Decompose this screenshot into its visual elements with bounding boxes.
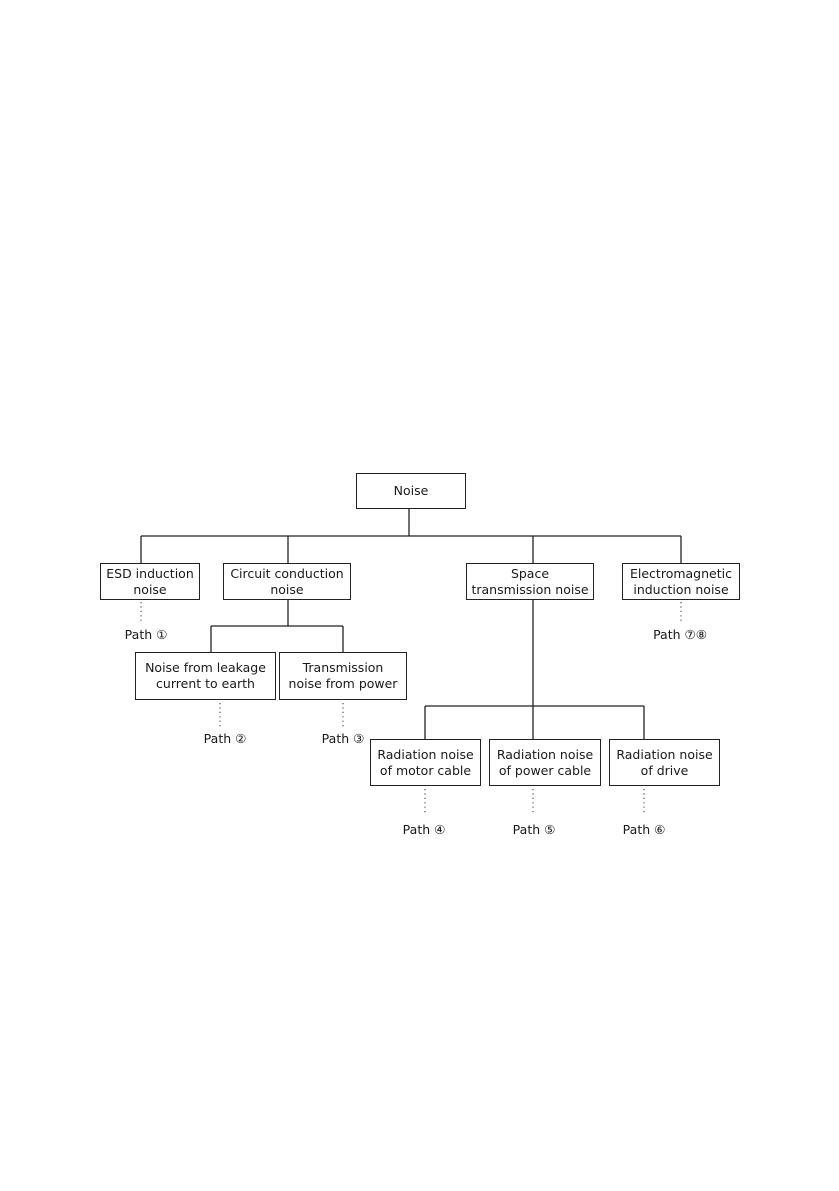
path-4-label: Path ④ xyxy=(402,822,446,837)
node-esd-induction-noise: ESD induction noise xyxy=(100,563,200,600)
node-motor-cable-radiation: Radiation noise of motor cable xyxy=(370,739,481,786)
node-power-transmission-noise: Transmission noise from power xyxy=(279,652,407,700)
node-circuit-conduction-noise: Circuit conduction noise xyxy=(223,563,351,600)
path-1-label: Path ① xyxy=(124,627,168,642)
path-2-label: Path ② xyxy=(203,731,247,746)
node-electromagnetic-induction-noise: Electromagnetic induction noise xyxy=(622,563,740,600)
node-leakage-current-noise: Noise from leakage current to earth xyxy=(135,652,276,700)
path-5-label: Path ⑤ xyxy=(512,822,556,837)
node-drive-radiation: Radiation noise of drive xyxy=(609,739,720,786)
path-6-label: Path ⑥ xyxy=(622,822,666,837)
path-78-label: Path ⑦⑧ xyxy=(653,627,707,642)
node-noise: Noise xyxy=(356,473,466,509)
node-space-transmission-noise: Space transmission noise xyxy=(466,563,594,600)
node-power-cable-radiation: Radiation noise of power cable xyxy=(489,739,601,786)
path-3-label: Path ③ xyxy=(321,731,365,746)
